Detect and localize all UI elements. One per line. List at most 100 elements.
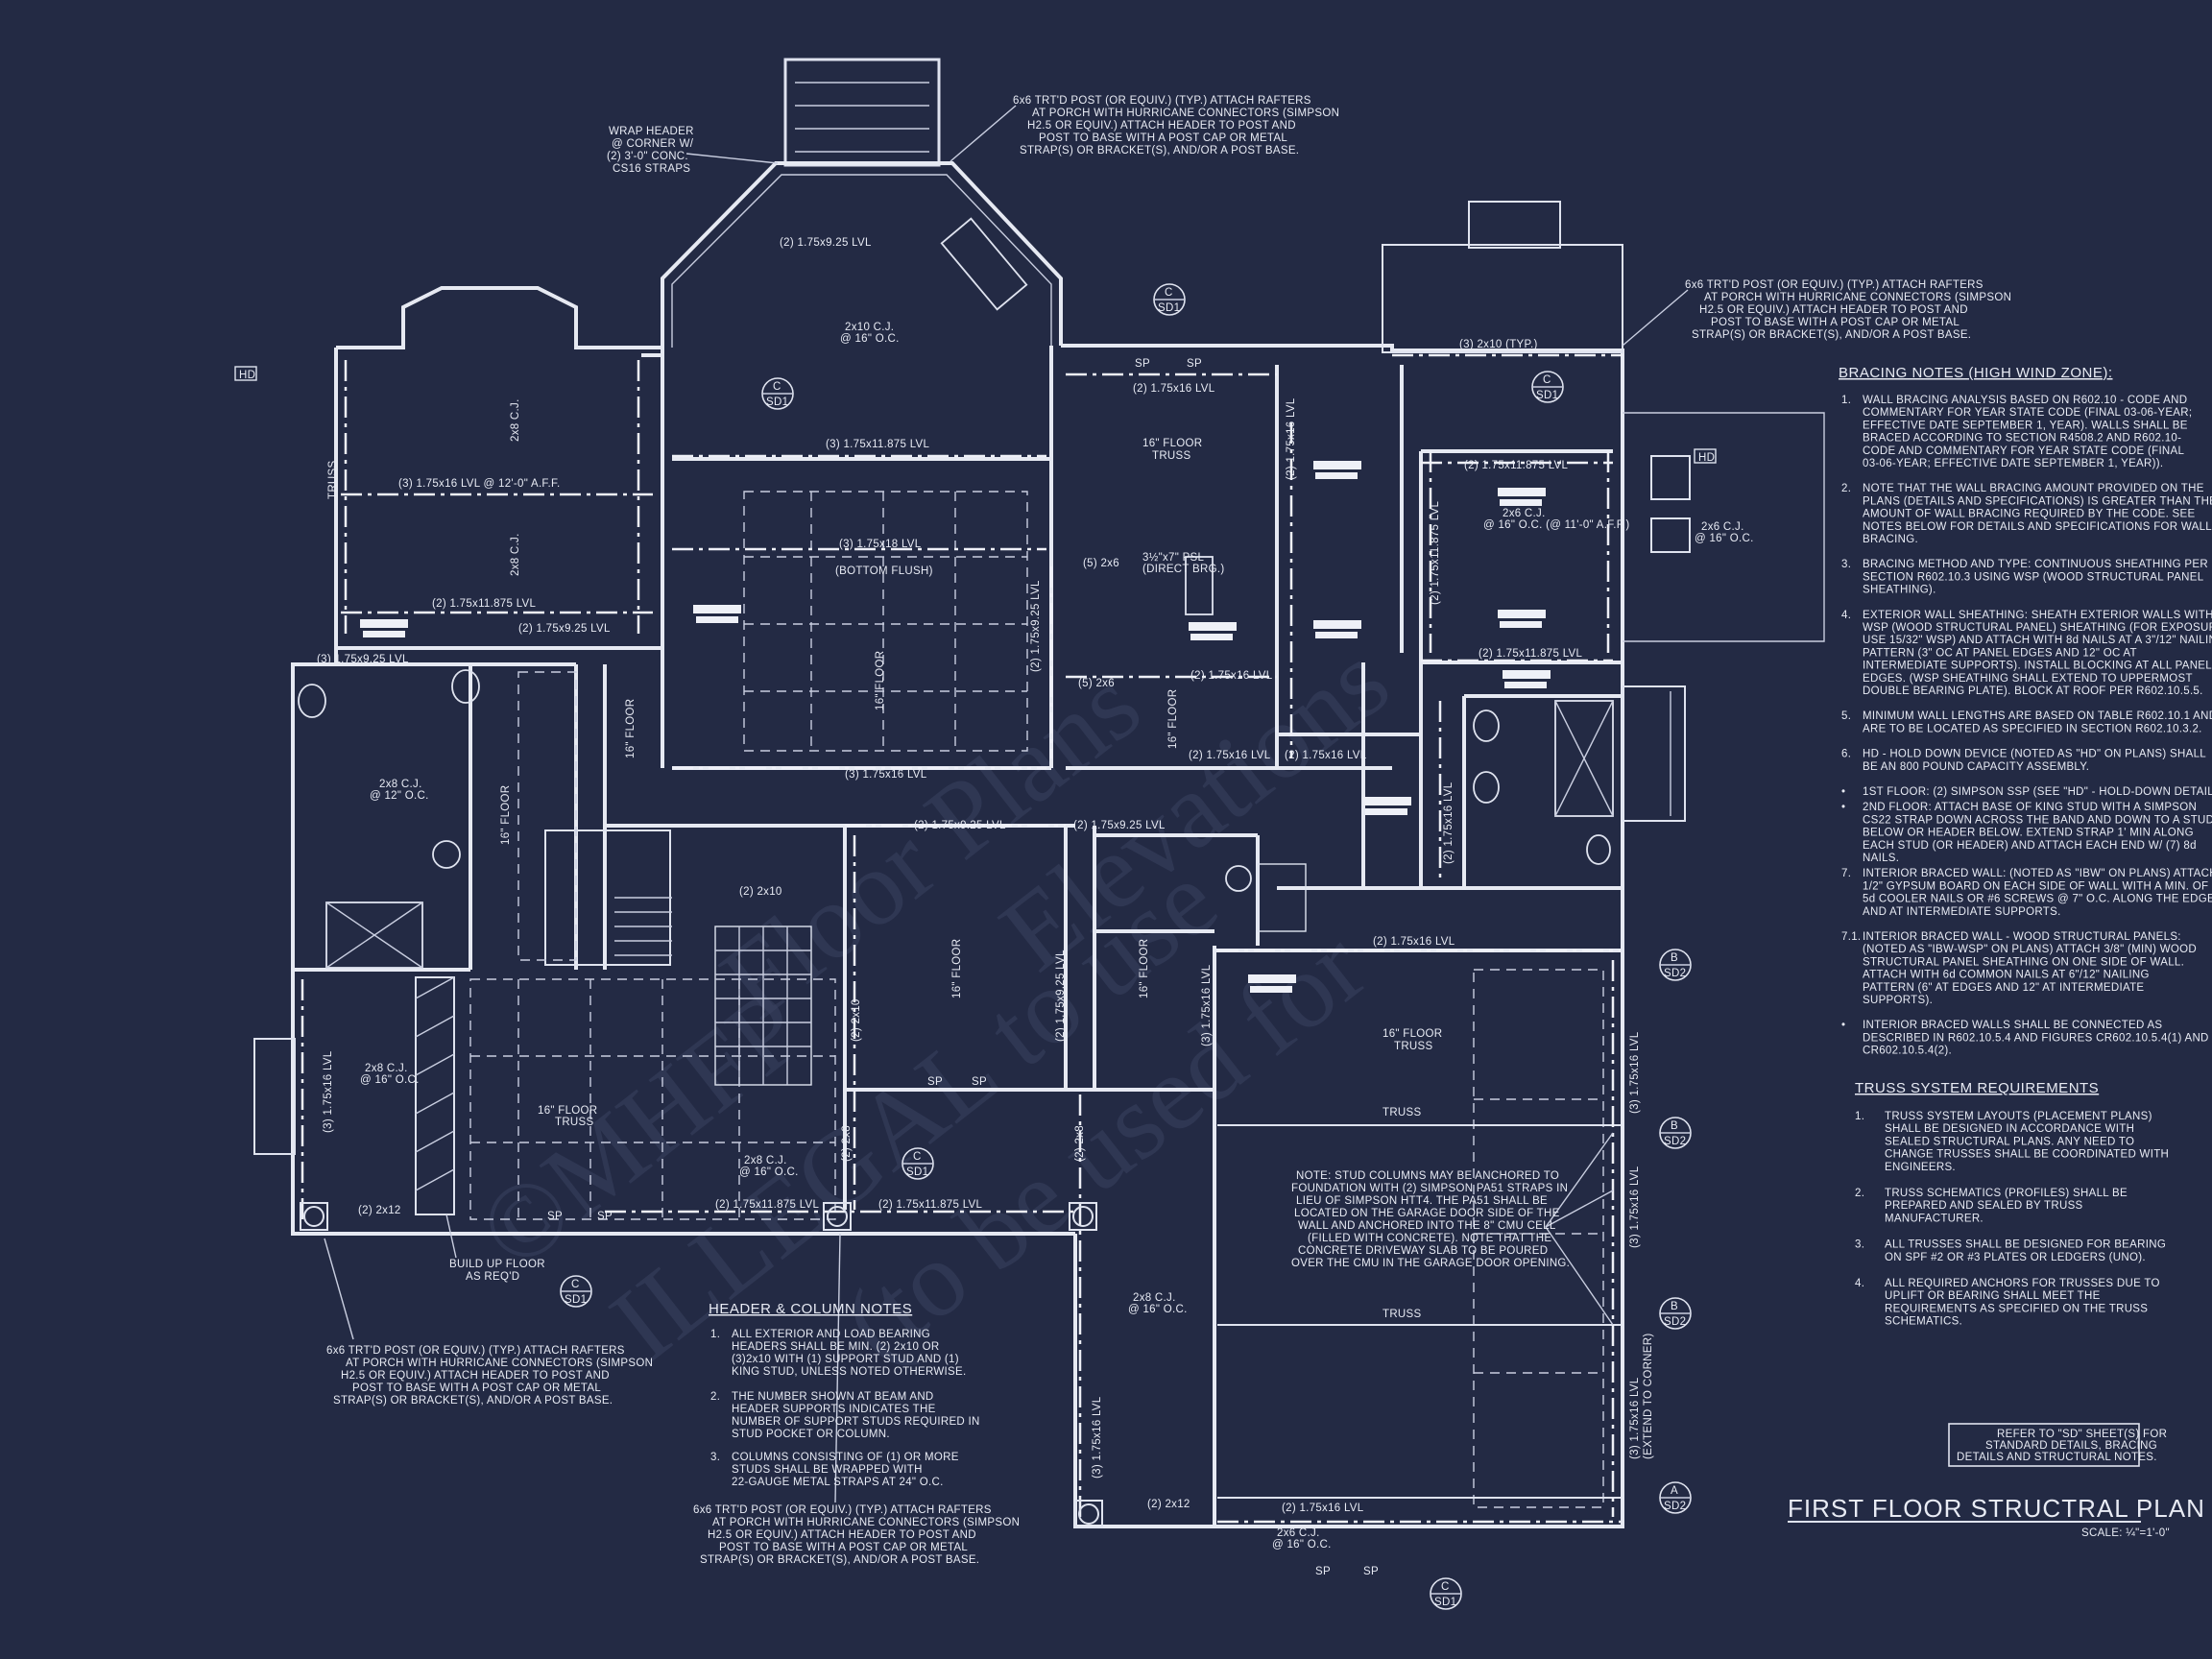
section-marker[interactable]: B SD2 [1659, 949, 1692, 981]
bracing-note-line: 5d COOLER NAILS OR #6 SCREWS @ 7" O.C. A… [1863, 894, 2212, 905]
section-marker[interactable]: C SD1 [902, 1147, 934, 1180]
truss-note-line: MANUFACTURER. [1885, 1213, 1984, 1224]
stud-pack-label: SP [1315, 1566, 1331, 1577]
svg-text:6x6 TRT'D POST (OR EQUIV.) (TY: 6x6 TRT'D POST (OR EQUIV.) (TYP.) ATTACH… [1013, 95, 1311, 107]
beam-label: (3) 1.75x16 LVL [845, 769, 927, 781]
svg-text:COLUMNS CONSISTING OF (1) OR M: COLUMNS CONSISTING OF (1) OR MORE [732, 1452, 959, 1463]
beam-label: (2) 1.75x11.875 LVL [715, 1199, 820, 1211]
header-label: (2) 2x12 [1147, 1499, 1190, 1510]
section-marker[interactable]: C SD1 [560, 1275, 592, 1308]
bracing-note-line: (NOTED AS "IBW-WSP" ON PLANS) ATTACH 3/8… [1863, 944, 2197, 955]
bracing-note-line: DESCRIBED IN R602.10.5.4 AND FIGURES CR6… [1863, 1032, 2209, 1044]
bracing-note-line: BRACING. [1863, 534, 1918, 545]
callout-build-up-floor: BUILD UP FLOOR AS REQ'D [445, 1214, 545, 1283]
hold-down-label: HD [1698, 452, 1715, 464]
bracing-note-line: INTERMEDIATE SUPPORTS). INSTALL BLOCKING… [1863, 661, 2212, 672]
bracing-note-line: CODE AND COMMENTARY FOR YEAR STATE CODE … [1863, 445, 2185, 457]
ceiling-joist-spacing: @ 16" O.C. [840, 333, 900, 345]
truss-note-line: REQUIREMENTS AS SPECIFIED ON THE TRUSS [1885, 1303, 2148, 1314]
bracing-note-line: AND AT INTERMEDIATE SUPPORTS. [1863, 906, 2061, 918]
svg-text:DETAILS AND STRUCTURAL NOTES.: DETAILS AND STRUCTURAL NOTES. [1957, 1452, 2157, 1463]
bracing-note-number: • [1841, 802, 1845, 813]
svg-text:LIEU OF SIMPSON HTT4. THE PA51: LIEU OF SIMPSON HTT4. THE PA51 SHALL BE [1296, 1195, 1548, 1207]
bracing-note-items: 1.WALL BRACING ANALYSIS BASED ON R602.10… [1841, 395, 2212, 1057]
bracing-note-line: STRUCTURAL PANEL SHEATHING ON ONE SIDE O… [1863, 956, 2184, 968]
svg-text:@ CORNER W/: @ CORNER W/ [612, 138, 694, 150]
ceiling-joist-spacing: @ 16" O.C. [1272, 1539, 1332, 1551]
section-marker[interactable]: C SD1 [1430, 1577, 1462, 1610]
svg-text:SD1: SD1 [1434, 1597, 1456, 1608]
ceiling-joist-label: 2x6 C.J. [1701, 521, 1744, 533]
bracing-note-line: PATTERN (6" AT EDGES AND 12" AT INTERMED… [1863, 982, 2144, 994]
callout-wrap-header: WRAP HEADER @ CORNER W/ (2) 3'-0" CONC. … [607, 126, 779, 175]
stud-pack-label: SP [1135, 358, 1150, 370]
section-marker[interactable]: C SD1 [1531, 371, 1564, 403]
section-marker[interactable]: A SD2 [1659, 1481, 1692, 1514]
beam-label: (2) 1.75x9.25 LVL [914, 820, 1006, 831]
truss-note-line: CHANGE TRUSSES SHALL BE COORDINATED WITH [1885, 1149, 2169, 1161]
beam-label: (2) 1.75x16 LVL [1285, 750, 1367, 761]
svg-text:STUD POCKET OR COLUMN.: STUD POCKET OR COLUMN. [732, 1429, 890, 1440]
truss-label: TRUSS [1382, 1309, 1422, 1320]
bracing-note-line: EXTERIOR WALL SHEATHING: SHEATH EXTERIOR… [1863, 610, 2212, 621]
svg-text:THE NUMBER SHOWN AT BEAM AND: THE NUMBER SHOWN AT BEAM AND [732, 1391, 934, 1403]
bracing-note-line: EACH STUD (OR HEADER) AND ATTACH EACH EN… [1863, 840, 2197, 852]
floor-truss-label: 16" FLOOR [1139, 939, 1150, 998]
svg-text:LOCATED ON THE GARAGE DOOR SID: LOCATED ON THE GARAGE DOOR SIDE OF THE [1294, 1208, 1560, 1219]
bracing-note-line: ATTACH WITH 6d COMMON NAILS AT 6"/12" NA… [1863, 970, 2150, 981]
header-note-1: 1. ALL EXTERIOR AND LOAD BEARING HEADERS… [710, 1329, 966, 1378]
floor-truss-label: 16" FLOOR [951, 939, 963, 998]
svg-text:B: B [1671, 952, 1678, 964]
ceiling-joist-spacing: @ 16" O.C. [1128, 1304, 1188, 1315]
svg-text:AT PORCH WITH HURRICANE CONNEC: AT PORCH WITH HURRICANE CONNECTORS (SIMP… [346, 1358, 653, 1369]
truss-note-items: 1.TRUSS SYSTEM LAYOUTS (PLACEMENT PLANS)… [1855, 1111, 2169, 1328]
sheet-scale: SCALE: ¼"=1'-0" [2081, 1527, 2170, 1539]
ceiling-joist-label: 2x8 C.J. [744, 1155, 787, 1166]
beam-label: (2) 1.75x16 LVL [1373, 936, 1455, 948]
bracing-note-line: 1ST FLOOR: (2) SIMPSON SSP (SEE "HD" - H… [1863, 786, 2212, 798]
svg-text:SD2: SD2 [1664, 1501, 1686, 1512]
beam-label: (2) 1.75x16 LVL [1443, 781, 1455, 864]
bracing-notes: BRACING NOTES (HIGH WIND ZONE): 1.WALL B… [1839, 365, 2212, 1057]
svg-text:SD1: SD1 [906, 1166, 928, 1178]
bracing-note-line: EDGES. (WSP SHEATHING SHALL EXTEND TO UP… [1863, 673, 2193, 685]
truss-note-number: 1. [1855, 1111, 1864, 1122]
beam-label: (2) 1.75x16 LVL [1286, 397, 1297, 480]
truss-note-number: 2. [1855, 1188, 1864, 1199]
svg-text:POST TO BASE WITH A POST CAP O: POST TO BASE WITH A POST CAP OR METAL [352, 1382, 601, 1394]
svg-text:C: C [913, 1151, 922, 1163]
header-note-2: 2. THE NUMBER SHOWN AT BEAM AND HEADER S… [710, 1391, 980, 1440]
svg-text:C: C [1165, 287, 1173, 299]
bracing-note-number: 7.1. [1841, 931, 1861, 943]
svg-text:STRAP(S) OR BRACKET(S), AND/OR: STRAP(S) OR BRACKET(S), AND/OR A POST BA… [1692, 329, 1971, 341]
section-marker[interactable]: C SD1 [761, 377, 794, 410]
garage-note: NOTE: STUD COLUMNS MAY BE ANCHORED TO FO… [1291, 1132, 1614, 1326]
beam-label: (2) 1.75x16 LVL [1133, 383, 1215, 395]
floor-truss-label: TRUSS [1394, 1041, 1433, 1052]
svg-text:CONCRETE DRIVEWAY SLAB TO BE P: CONCRETE DRIVEWAY SLAB TO BE POURED [1298, 1245, 1548, 1257]
svg-text:REFER TO "SD" SHEET(S) FOR: REFER TO "SD" SHEET(S) FOR [1997, 1429, 2167, 1440]
sheet-title: FIRST FLOOR STRUCTRAL PLAN [1788, 1494, 2205, 1523]
ceiling-joist-label: 2x8 C.J. [379, 779, 422, 790]
bracing-note-line: MINIMUM WALL LENGTHS ARE BASED ON TABLE … [1863, 710, 2212, 722]
section-marker[interactable]: C SD1 [1153, 283, 1186, 316]
truss-notes: TRUSS SYSTEM REQUIREMENTS 1.TRUSS SYSTEM… [1855, 1080, 2169, 1328]
svg-text:WALL AND ANCHORED INTO THE 8": WALL AND ANCHORED INTO THE 8" CMU CELL [1298, 1220, 1556, 1232]
svg-text:HEADERS SHALL BE MIN. (2) 2x10: HEADERS SHALL BE MIN. (2) 2x10 OR [732, 1341, 940, 1353]
svg-text:SD1: SD1 [766, 397, 788, 408]
header-label: (2) 2x8 [1074, 1125, 1086, 1162]
section-marker[interactable]: B SD2 [1659, 1117, 1692, 1149]
section-marker[interactable]: B SD2 [1659, 1297, 1692, 1330]
bracing-note-line: NOTE THAT THE WALL BRACING AMOUNT PROVID… [1863, 483, 2204, 494]
floor-truss-label: 16" FLOOR [625, 699, 637, 758]
bracing-note-line: BRACED ACCORDING TO SECTION R4508.2 AND … [1863, 433, 2181, 445]
bracing-note-line: INTERIOR BRACED WALL: (NOTED AS "IBW" ON… [1863, 868, 2212, 879]
beam-label: (3) 1.75x16 LVL [1629, 1166, 1641, 1248]
truss-label: TRUSS [1382, 1107, 1422, 1118]
bracing-note-line: ARE TO BE LOCATED AS SPECIFIED IN SECTIO… [1863, 723, 2202, 734]
svg-text:NUMBER OF SUPPORT STUDS REQUIR: NUMBER OF SUPPORT STUDS REQUIRED IN [732, 1416, 980, 1428]
svg-text:6x6 TRT'D POST (OR EQUIV.) (TY: 6x6 TRT'D POST (OR EQUIV.) (TYP.) ATTACH… [693, 1504, 992, 1516]
beam-label: (2) 1.75x9.25 LVL [518, 623, 611, 635]
bracing-note-line: SHEATHING). [1863, 585, 1936, 596]
